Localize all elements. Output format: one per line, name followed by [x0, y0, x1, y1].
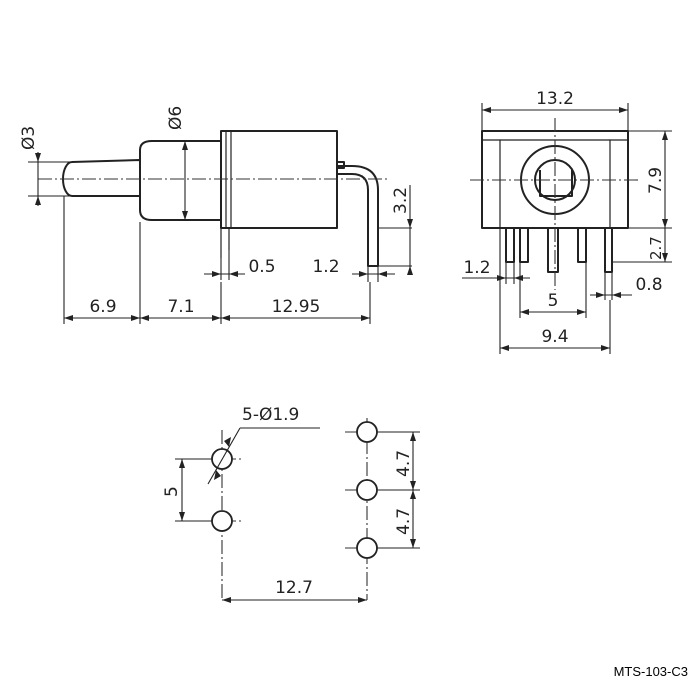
dim-hole-spec: 5-Ø1.9 — [242, 405, 299, 425]
terminal-pin — [337, 165, 379, 267]
pcb-layout: 5-Ø1.9 5 4.7 4.7 12.7 — [162, 405, 420, 603]
dim-toggle-length: 6.9 — [89, 297, 116, 317]
dim-pin-length: 2.7 — [647, 236, 665, 260]
dim-bushing-diameter: Ø6 — [166, 106, 186, 130]
dim-row-spacing: 12.7 — [275, 578, 313, 598]
dim-bushing-length: 7.1 — [167, 297, 194, 317]
pcb-hole-3 — [356, 421, 378, 443]
dim-front-width: 13.2 — [536, 89, 574, 109]
dim-toggle-diameter: Ø3 — [19, 126, 39, 150]
part-number: MTS-103-C3 — [614, 664, 688, 679]
pcb-hole-4 — [356, 479, 378, 501]
dim-pin-offset: 0.5 — [248, 257, 275, 277]
dim-pitch-upper: 4.7 — [394, 450, 414, 477]
front-pins — [505, 228, 613, 273]
dim-front-pin-width: 1.2 — [463, 258, 490, 278]
dim-body-length: 12.95 — [272, 297, 321, 317]
dim-front-height: 7.9 — [646, 167, 666, 194]
side-view: Ø3 Ø6 3.2 0.5 1.2 — [19, 106, 413, 324]
dim-front-pin-pitch: 5 — [548, 291, 559, 311]
bushing — [139, 140, 222, 221]
pcb-hole-5 — [356, 537, 378, 559]
dim-pin-height: 3.2 — [391, 187, 411, 214]
dim-pitch-lower: 4.7 — [394, 508, 414, 535]
dim-pin-width-side: 1.2 — [312, 257, 339, 277]
toggle-lever — [62, 159, 141, 197]
dim-hole-pitch: 5 — [162, 486, 182, 497]
pcb-hole-2 — [211, 510, 233, 532]
dim-front-pin-span: 9.4 — [541, 327, 568, 347]
front-view: 13.2 7.9 2.7 1.2 0.8 5 — [462, 89, 672, 354]
dim-pin-thickness: 0.8 — [635, 275, 662, 295]
